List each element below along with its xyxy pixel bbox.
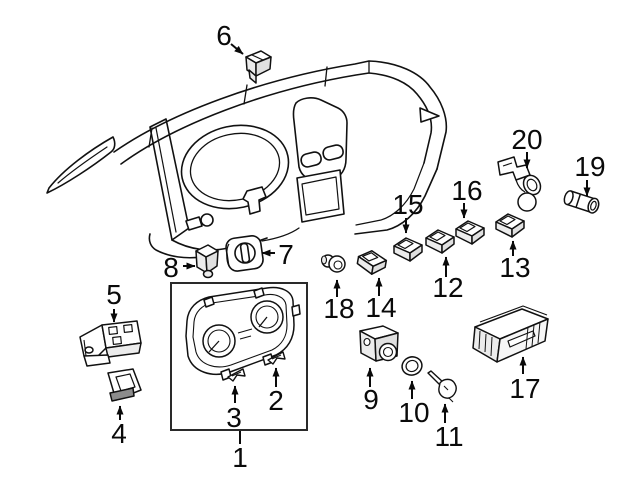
part-4-bracket-drawing: [107, 368, 142, 402]
part-17-display-unit-drawing: [472, 305, 549, 363]
callout-5: 5: [106, 279, 122, 310]
callout-9: 9: [363, 384, 379, 415]
callout-6: 6: [216, 20, 232, 51]
part-13-switch-drawing: [495, 213, 525, 238]
callout-14: 14: [365, 292, 396, 323]
part-3-clip-drawing: [227, 368, 246, 382]
part-8-switch-drawing: [195, 244, 219, 279]
part-20-socket-drawing: [497, 156, 542, 212]
arrow-6: [230, 43, 244, 55]
callout-4: 4: [111, 418, 127, 449]
callout-labels: 6 20 19 15 16 12 13 14 18 8 7 5 4 9 10 1…: [106, 20, 605, 473]
callout-16: 16: [451, 175, 482, 206]
part-14-switch-drawing: [355, 247, 389, 277]
callout-19: 19: [574, 151, 605, 182]
callout-2: 2: [268, 385, 284, 416]
part-18-knob-drawing: [320, 254, 346, 273]
part-6-sensor-drawing: [245, 50, 272, 84]
callout-8: 8: [163, 252, 179, 283]
callout-11: 11: [434, 421, 463, 452]
part-19-bulb-drawing: [563, 190, 600, 214]
part-5-bracket-drawing: [79, 320, 142, 367]
part-1-cluster-box: [170, 282, 308, 431]
callout-1: 1: [232, 442, 248, 473]
part-16-switch-drawing: [455, 220, 485, 245]
callout-arrows: [110, 43, 591, 444]
callout-3: 3: [226, 402, 242, 433]
part-9-ignition-drawing: [359, 325, 399, 362]
instrument-cluster-drawing: [185, 286, 301, 381]
part-10-ring-drawing: [401, 356, 423, 376]
callout-13: 13: [499, 252, 530, 283]
callout-15: 15: [392, 189, 423, 220]
callout-7: 7: [278, 239, 294, 270]
callout-12: 12: [432, 272, 463, 303]
part-7-headlamp-switch-drawing: [225, 235, 264, 272]
part-11-key-drawing: [427, 370, 457, 403]
part-12-switch-drawing: [425, 229, 455, 254]
callout-20: 20: [511, 124, 542, 155]
callout-10: 10: [398, 397, 429, 428]
part-2-clip-drawing: [267, 351, 286, 365]
callout-17: 17: [509, 373, 540, 404]
callout-18: 18: [323, 293, 354, 324]
instrument-panel-drawing: [46, 60, 448, 259]
part-15-switch-drawing: [393, 237, 423, 262]
